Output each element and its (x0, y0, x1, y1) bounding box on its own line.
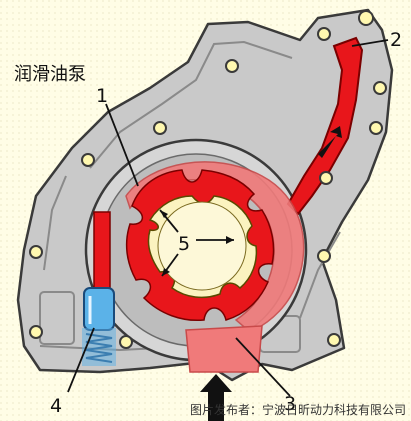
bolt-hole (373, 81, 387, 95)
housing-pocket-left (39, 291, 75, 345)
outlet-oil-passage (286, 36, 364, 216)
bolt-hole (317, 27, 331, 41)
image-credit: 图片发布者：宁波日昕动力科技有限公司 (190, 402, 406, 417)
arrowhead-5b (226, 236, 234, 244)
bolt-hole (81, 153, 95, 167)
callout-arrowheads (160, 210, 234, 276)
bolt-hole (358, 10, 374, 26)
leader-4 (67, 327, 95, 393)
arrowhead-5c (162, 268, 170, 276)
bolt-hole (29, 245, 43, 259)
bolt-hole (327, 333, 341, 347)
housing-rib-right (299, 231, 341, 319)
bolt-hole (369, 121, 383, 135)
bolt-holes (29, 10, 387, 349)
callout-label-5: 5 (178, 233, 190, 255)
inner-rotor-hub (157, 201, 247, 291)
relief-valve-spring-bore (82, 328, 116, 366)
bolt-hole (319, 171, 333, 185)
bolt-hole (153, 121, 167, 135)
bolt-hole (119, 335, 133, 349)
bolt-hole (317, 249, 331, 263)
callout-label-2: 2 (390, 29, 402, 51)
leader-2 (351, 39, 389, 47)
diagram-title: 润滑油泵 (14, 64, 86, 85)
inlet-oil-passage (185, 325, 263, 373)
flow-arrow-outlet (318, 126, 342, 158)
relief-valve-channel (93, 211, 111, 299)
callout-label-3: 3 (284, 393, 296, 415)
leader-3 (235, 337, 291, 397)
bolt-hole (225, 59, 239, 73)
housing-rib-upper (89, 40, 293, 169)
callout-label-1: 1 (96, 85, 108, 107)
leader-1 (105, 103, 139, 187)
housing-rib-left (43, 175, 67, 271)
inlet-flow-arrow (200, 374, 232, 421)
bolt-hole (29, 325, 43, 339)
callout-label-4: 4 (50, 395, 62, 417)
arrowhead-5a (160, 210, 168, 218)
